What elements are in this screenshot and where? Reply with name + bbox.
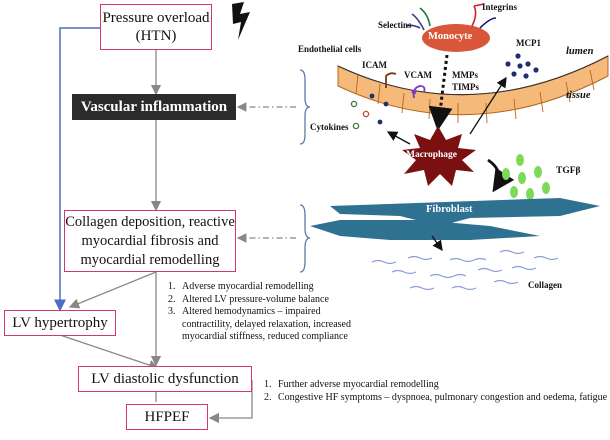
macrophage-label: Macrophage: [406, 150, 458, 160]
collagen-deposition-box: Collagen deposition, reactive myocardial…: [64, 210, 236, 272]
brace-fibrosis: [299, 204, 311, 273]
tissue-label: tissue: [566, 90, 591, 101]
monocyte-cell: [422, 24, 490, 52]
arrow-diastolic-to-hfpef-bend: [208, 380, 253, 424]
list2-item: 2.Congestive HF symptoms – dyspnoea, pul…: [264, 391, 608, 403]
monocyte-migration-arrow: [428, 54, 453, 131]
lightning-bolt-icon: [232, 2, 250, 40]
endothelial-cells-label: Endothelial cells: [298, 44, 362, 54]
list1-item: 2.Altered LV pressure-volume balance: [168, 293, 329, 305]
integrins-label: Integrins: [482, 2, 518, 12]
receptor-icons: [405, 3, 497, 31]
pressure-overload-box: Pressure overload (HTN): [100, 4, 212, 50]
arrow-pressure-to-lvh: [54, 27, 100, 312]
tgfb-particles: [502, 154, 550, 200]
list1-item: 1.Adverse myocardial remodelling: [168, 281, 314, 292]
collagen-deposition-line3: myocardial remodelling: [80, 251, 220, 268]
collagen-fibres: [371, 249, 559, 291]
cytokines-label: Cytokines: [310, 122, 349, 132]
hfpef-label: HFPEF: [144, 408, 190, 425]
macrophage-cell: [402, 126, 476, 186]
macrophage-to-mcp1-arrow: [469, 76, 507, 135]
cytokine-dots: [350, 93, 389, 130]
collagen-deposition-line2: myocardial fibrosis and: [81, 232, 219, 249]
pressure-overload-line1: Pressure overload: [102, 10, 210, 26]
lv-hypertrophy-box: LV hypertrophy: [4, 310, 116, 336]
lv-hypertrophy-label: LV hypertrophy: [12, 314, 108, 331]
icam-icon: [385, 72, 397, 88]
vcam-label: VCAM: [404, 70, 432, 80]
mmps-label: MMPs: [452, 70, 478, 80]
hfpef-box: HFPEF: [126, 404, 208, 430]
pressure-overload-line2: (HTN): [135, 28, 177, 44]
list1-item: 3.Altered hemodynamics – impaired contra…: [168, 306, 351, 343]
vascular-inflammation-box: Vascular inflammation: [72, 94, 236, 120]
arrow-collagen-to-lvh: [68, 271, 157, 309]
fibroblast-to-collagen-arrow: [431, 235, 443, 252]
collagen-label: Collagen: [528, 280, 563, 290]
lumen-label: lumen: [566, 46, 594, 57]
timps-label: TIMPs: [452, 82, 479, 92]
icam-label: ICAM: [362, 60, 387, 70]
list2-item: 1.Further adverse myocardial remodelling: [264, 379, 439, 390]
fibroblast-shape-lower: [310, 220, 540, 240]
vascular-inflammation-label: Vascular inflammation: [80, 98, 228, 115]
arrow-lvh-to-diastolic: [59, 334, 160, 371]
lv-diastolic-dysfunction-label: LV diastolic dysfunction: [91, 370, 239, 387]
consequences-list-1: 1.Adverse myocardial remodelling 2.Alter…: [168, 281, 368, 344]
brace-vessel: [299, 69, 311, 145]
monocyte-label: Monocyte: [428, 31, 473, 42]
fibroblast-label: Fibroblast: [426, 204, 473, 215]
mcp1-label: MCP1: [516, 38, 541, 48]
tgfb-label: TGFβ: [556, 166, 581, 176]
lv-diastolic-dysfunction-box: LV diastolic dysfunction: [78, 366, 252, 392]
consequences-list-2: 1.Further adverse myocardial remodelling…: [264, 379, 610, 404]
collagen-deposition-line1: Collagen deposition, reactive: [65, 213, 235, 230]
mcp1-dots: [505, 53, 539, 79]
macrophage-to-cytokines-arrow: [386, 131, 411, 145]
macrophage-to-fibroblast-arrow: [487, 158, 515, 193]
selectins-label: Selectins: [378, 20, 412, 30]
fibroblast-shape-upper: [330, 198, 600, 226]
